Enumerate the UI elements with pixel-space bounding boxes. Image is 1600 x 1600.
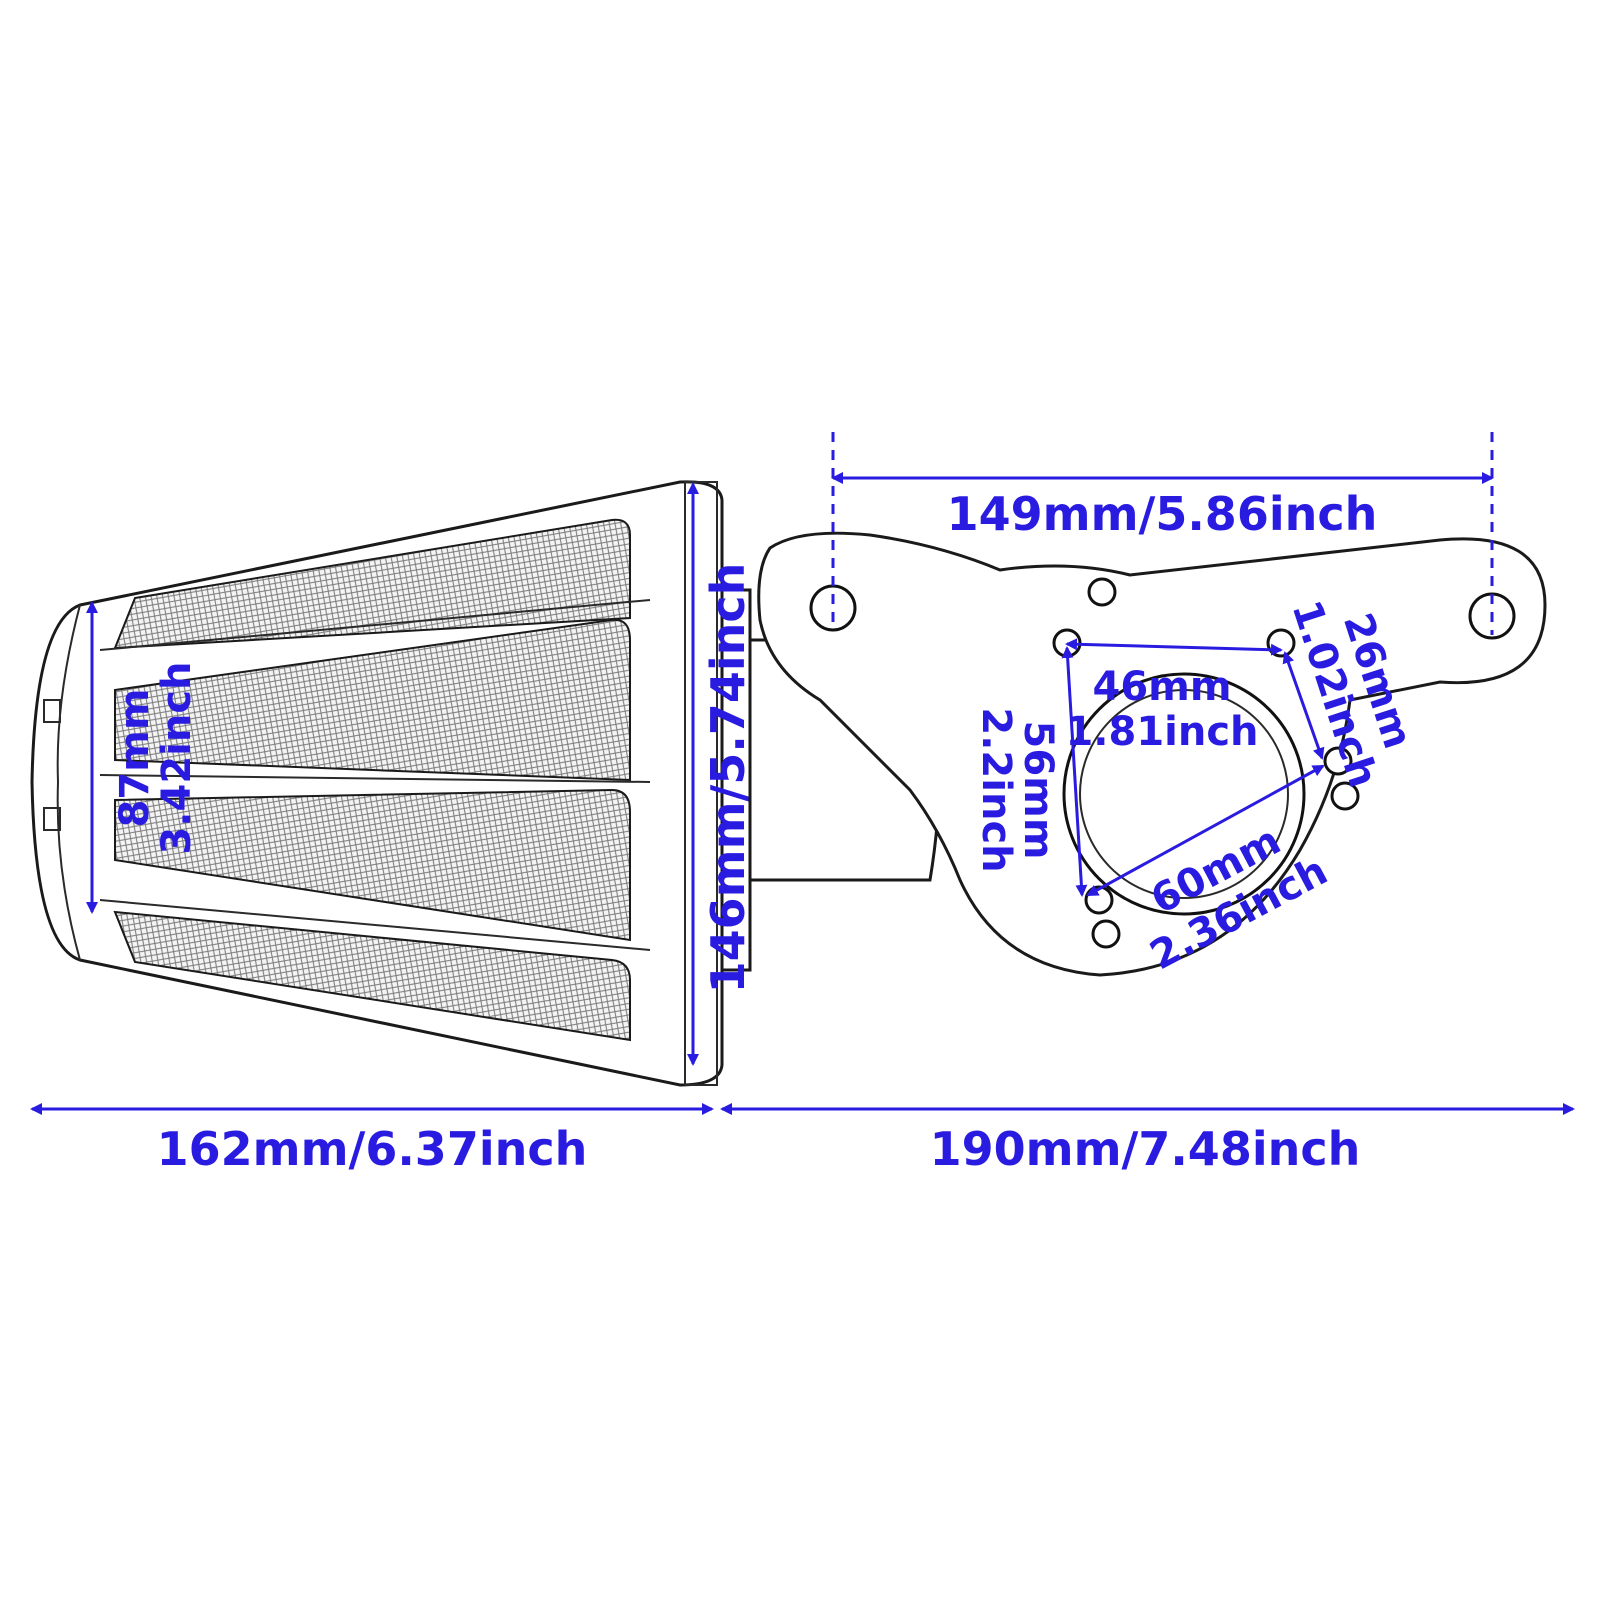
bracket-length-label: 190mm/7.48inch [930, 1122, 1361, 1176]
filter-length-label: 162mm/6.37inch [157, 1122, 588, 1176]
hole-spacing-46-mm-label: 46mm [1092, 664, 1231, 710]
filter-mesh-panel [114, 788, 631, 942]
end-cap-inch-label: 3.42inch [154, 661, 200, 854]
filter-height-label: 146mm/5.74inch [701, 563, 755, 994]
filter-mesh-panel [114, 618, 631, 782]
top-hole-span-label: 149mm/5.86inch [947, 487, 1378, 541]
filter-mesh-panel [113, 518, 631, 650]
dimension-lines [30, 432, 1575, 1115]
filter-mesh-panel [113, 910, 631, 1042]
hole-spacing-56-inch-label: 2.2inch [973, 707, 1019, 872]
hole-spacing-46-inch-label: 1.81inch [1065, 709, 1258, 755]
end-cap-mm-label: 87mm [112, 688, 158, 827]
hole-spacing-56-mm-label: 56mm [1015, 720, 1061, 859]
filter-illustration [30, 480, 942, 1087]
